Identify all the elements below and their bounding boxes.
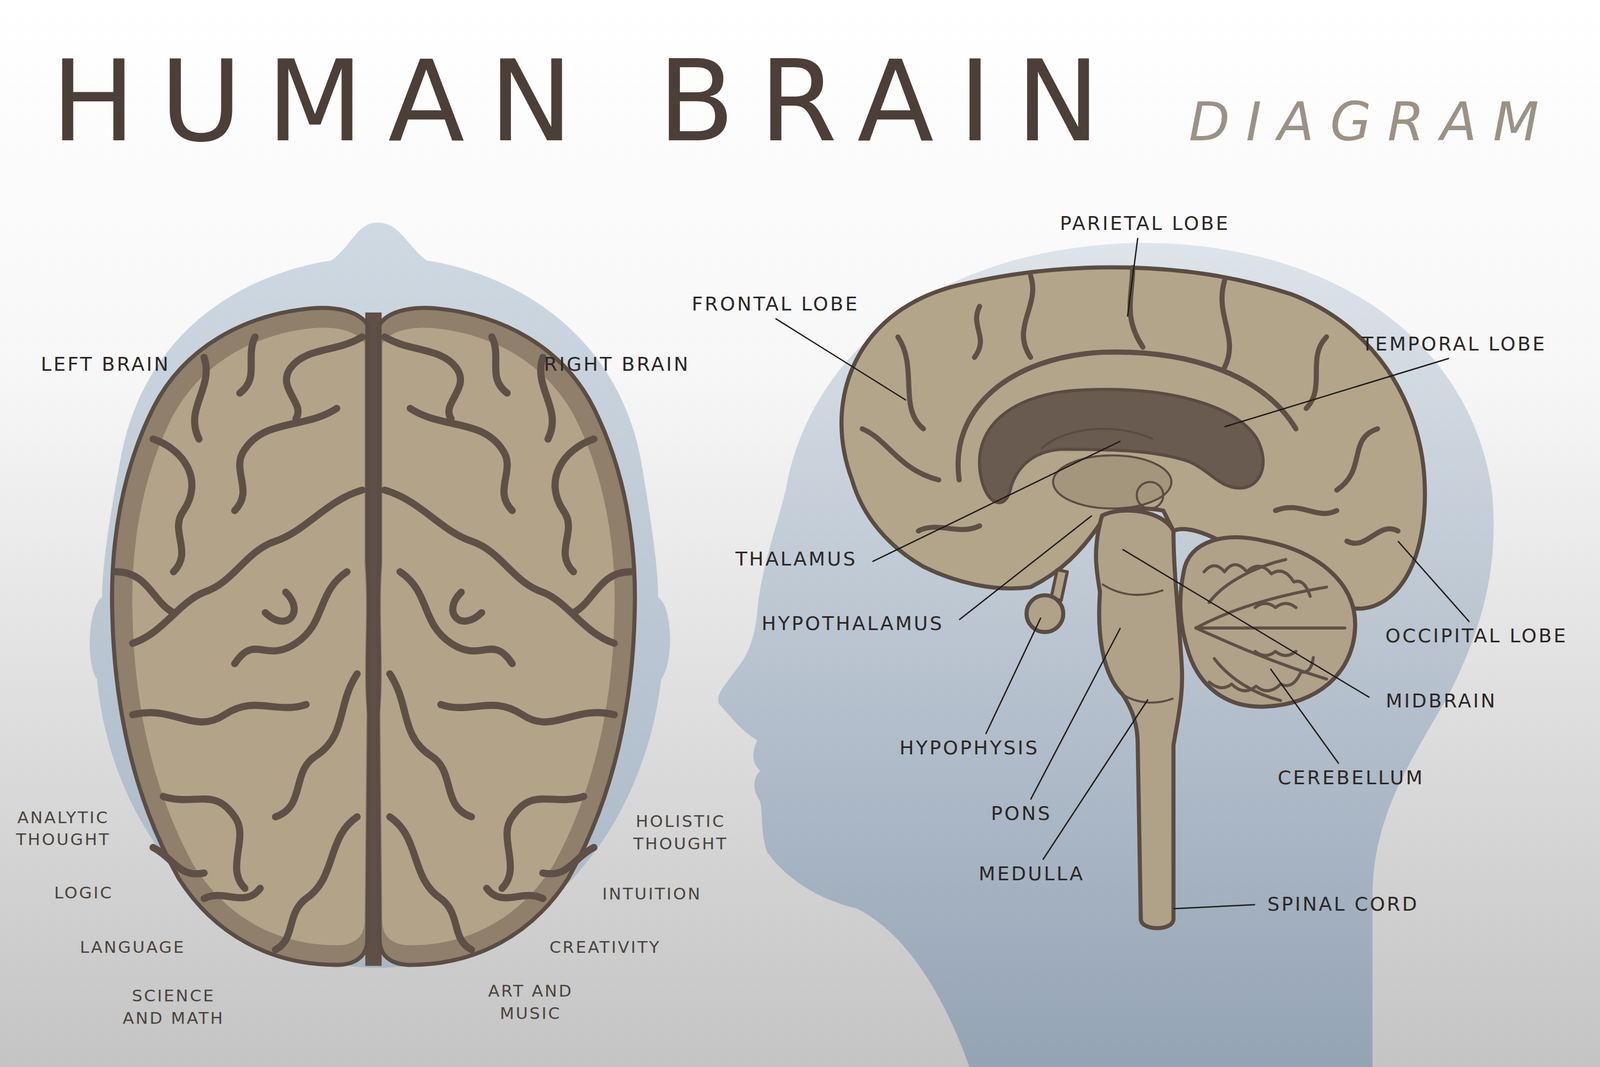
title: HUMAN BRAIN xyxy=(51,45,1125,158)
brain-top-view xyxy=(112,307,635,966)
part-label: TEMPORAL LOBE xyxy=(1361,332,1547,356)
part-label: PARIETAL LOBE xyxy=(1059,211,1230,235)
function-label: CREATIVITY xyxy=(542,936,668,959)
part-label: LEFT BRAIN xyxy=(41,352,171,376)
part-label: HYPOTHALAMUS xyxy=(761,611,944,635)
part-label: PONS xyxy=(990,801,1052,825)
head-top-silhouette xyxy=(89,222,670,968)
part-label: OCCIPITAL LOBE xyxy=(1385,624,1568,647)
function-label: HOLISTIC THOUGHT xyxy=(618,810,744,855)
function-label: LANGUAGE xyxy=(69,936,196,959)
part-label: THALAMUS xyxy=(735,547,858,571)
part-label: MIDBRAIN xyxy=(1385,689,1498,713)
part-label: CEREBELLUM xyxy=(1277,765,1425,789)
brain-sagittal-view xyxy=(841,267,1426,928)
part-label: HYPOPHYSIS xyxy=(899,736,1039,760)
subtitle: DIAGRAM xyxy=(1188,95,1556,149)
head-profile-silhouette xyxy=(718,242,1494,1067)
part-label: FRONTAL LOBE xyxy=(691,292,860,316)
part-label: SPINAL CORD xyxy=(1267,892,1419,916)
part-label: MEDULLA xyxy=(978,861,1085,885)
part-label: RIGHT BRAIN xyxy=(544,352,691,376)
function-label: INTUITION xyxy=(589,882,715,906)
function-label: ANALYTIC THOUGHT xyxy=(0,806,126,852)
function-label: ART AND MUSIC xyxy=(467,979,594,1025)
function-label: LOGIC xyxy=(20,881,147,904)
function-label: SCIENCE AND MATH xyxy=(110,985,237,1030)
